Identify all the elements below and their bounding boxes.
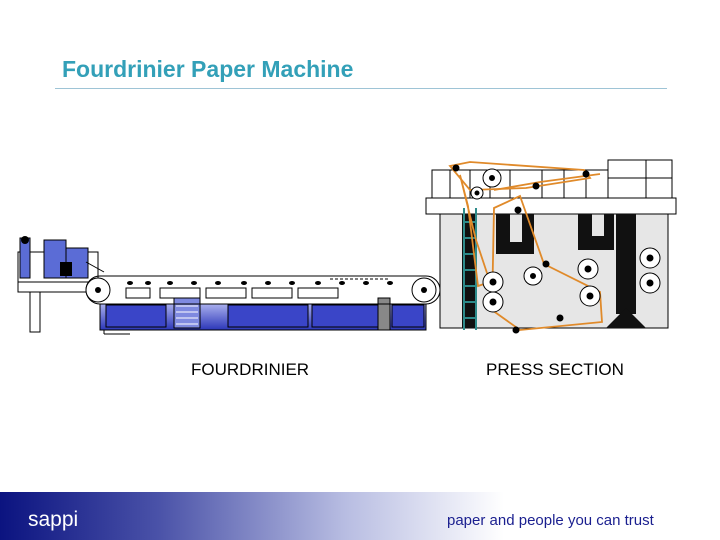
fourdrinier-table <box>85 275 441 335</box>
headbox <box>17 236 105 333</box>
press-section-label: PRESS SECTION <box>486 360 624 379</box>
press-felts <box>448 161 603 331</box>
fourdrinier-label: FOURDRINIER <box>191 360 310 379</box>
press-rolls <box>452 164 661 334</box>
paper-machine-diagram <box>17 159 677 335</box>
footer-bar <box>0 492 720 540</box>
footer-tagline: paper and people you can trust <box>447 512 654 529</box>
brand-logo-text: sappi <box>28 508 79 531</box>
title-divider <box>55 88 667 89</box>
slide-title: Fourdrinier Paper Machine <box>62 56 354 82</box>
